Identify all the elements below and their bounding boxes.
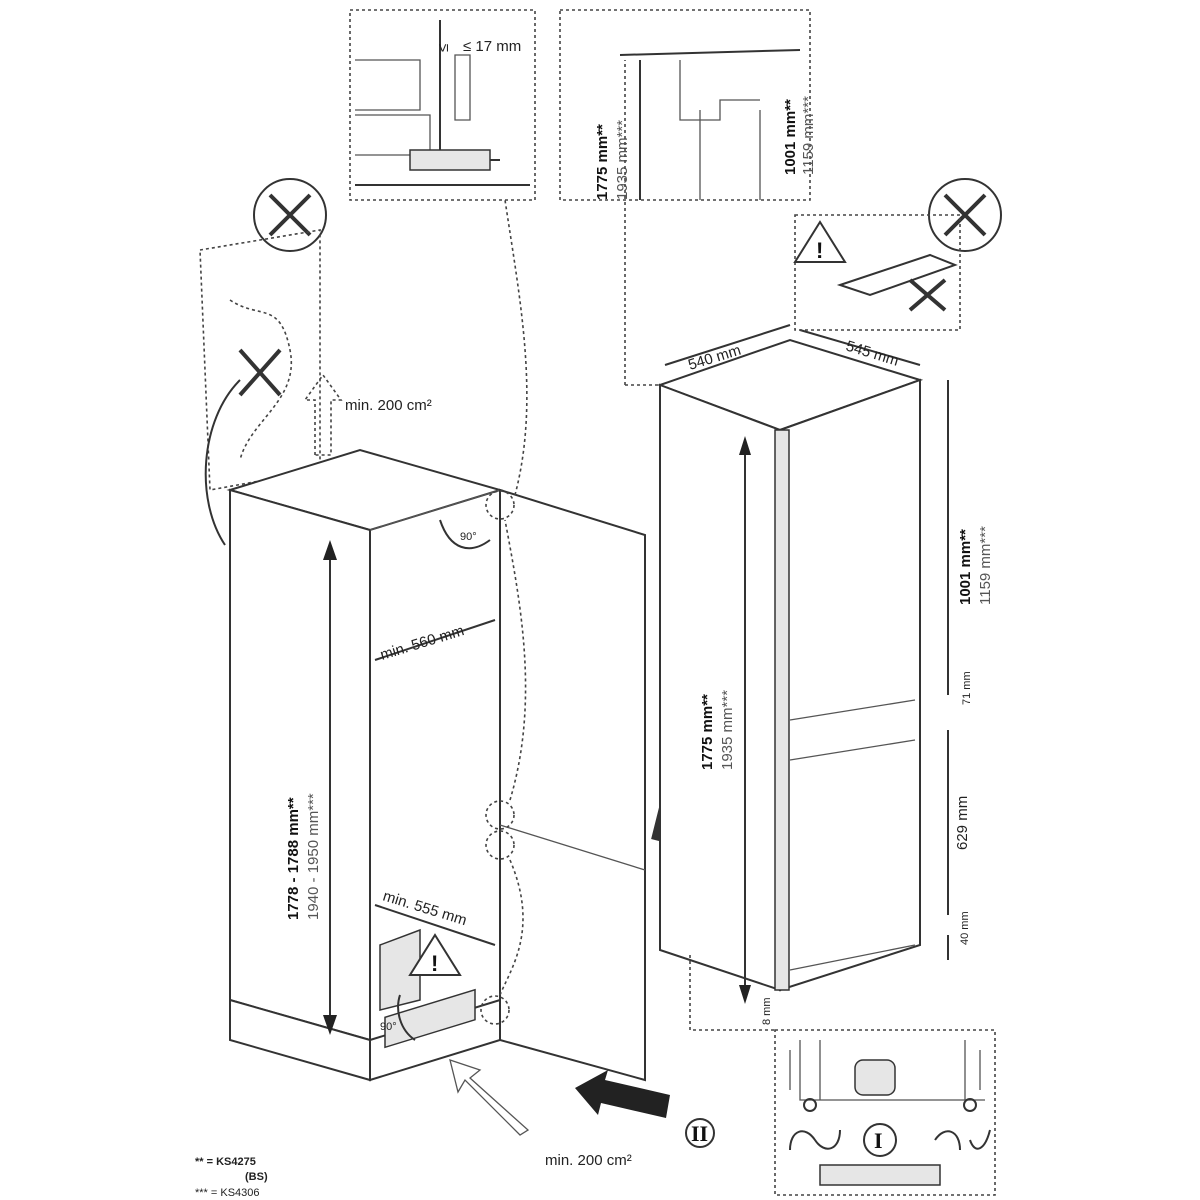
upper-label-a: 1001 mm**	[957, 529, 974, 605]
legend: ** = KS4275 (BS) *** = KS4306	[195, 1156, 268, 1199]
svg-text:!: !	[816, 238, 823, 263]
detail-box-warning: !	[793, 214, 961, 331]
angle-bottom-label: 90°	[380, 1021, 397, 1033]
warning-icon: !	[408, 933, 462, 976]
step-two-label: II	[691, 1121, 708, 1146]
legend-line-3: *** = KS4306	[195, 1187, 260, 1199]
less-equal-icon: ≤	[435, 44, 452, 52]
gap-label: ≤ 17 mm	[463, 38, 521, 55]
upper-label-b: 1159 mm***	[977, 526, 994, 605]
angle-top-label: 90°	[460, 531, 477, 543]
bottom-gap-label: 40 mm	[959, 911, 971, 945]
mid-label-b: 1159 mm***	[800, 96, 817, 175]
forbidden-icon	[253, 178, 327, 252]
detail-box-top-left: ≤ ≤ 17 mm	[349, 9, 536, 201]
detail-box-top-right: 1775 mm** 1935 mm*** 1001 mm** 1159 mm**…	[559, 9, 817, 201]
mid-label-a: 1001 mm**	[782, 99, 799, 175]
height-label-a: 1775 mm**	[594, 124, 611, 200]
height-label-b: 1935 mm***	[719, 690, 736, 770]
width-bottom-label: min. 555 mm	[381, 888, 469, 930]
push-arrow-icon	[575, 1070, 670, 1118]
cabinet-height-b: 1940 - 1950 mm***	[305, 793, 322, 920]
height-label-b: 1935 mm***	[614, 120, 631, 200]
gap-mid-label: 71 mm	[961, 671, 973, 705]
vent-bottom-label: min. 200 cm²	[545, 1152, 632, 1169]
appliance: 540 mm 545 mm 1775 mm** 1935 mm*** 8 mm …	[624, 60, 994, 1031]
step-one-label: I	[874, 1128, 883, 1153]
height-label-a: 1775 mm**	[699, 694, 716, 770]
foot-gap-label: 8 mm	[761, 998, 773, 1026]
vent-top-label: min. 200 cm²	[345, 397, 432, 414]
airflow-arrow-bottom: min. 200 cm²	[449, 1059, 632, 1169]
width-top-label: min. 560 mm	[378, 622, 466, 664]
svg-text:!: !	[431, 951, 438, 976]
airflow-arrow-top: min. 200 cm²	[303, 373, 432, 456]
lower-label: 629 mm	[954, 796, 971, 850]
cabinet-height-a: 1778 - 1788 mm**	[285, 797, 302, 920]
detail-box-bottom-right: I	[774, 1029, 996, 1196]
legend-line-1: ** = KS4275	[195, 1156, 256, 1168]
cabinet: ! 1778 - 1788 mm** 1940 - 1950 mm*** min…	[226, 199, 646, 1082]
legend-line-2: (BS)	[245, 1171, 268, 1183]
forbidden-icon	[928, 178, 1002, 252]
